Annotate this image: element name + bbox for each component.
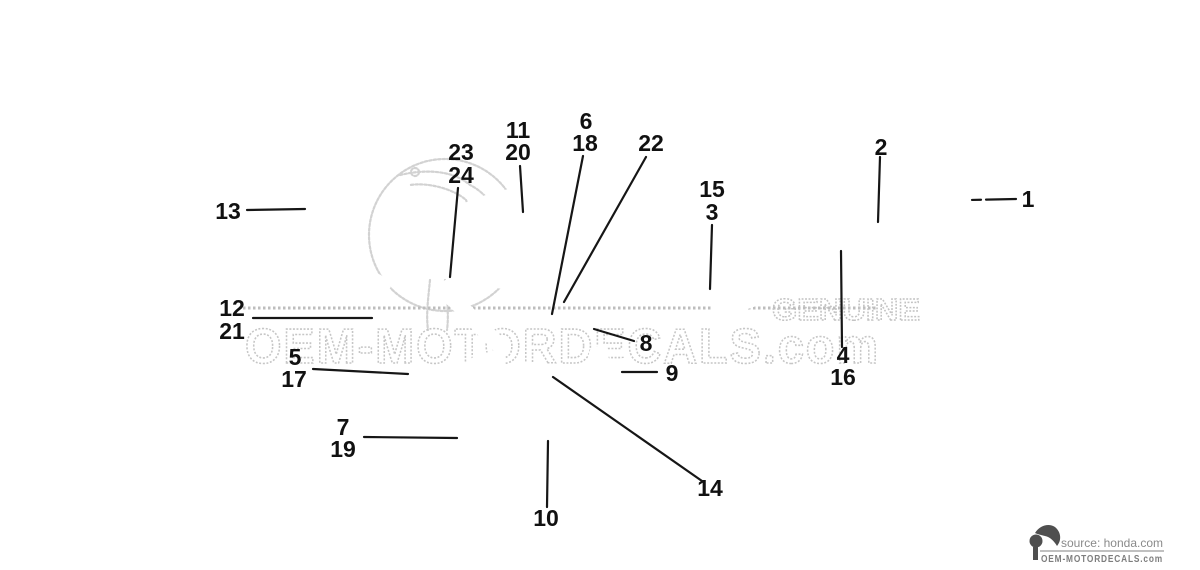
watermark-genuine-text: GENUINE [772,292,920,327]
leader-22 [562,155,648,304]
leader-5-17 [311,367,410,376]
callout-1: 1 [1022,186,1035,212]
leader-8 [592,327,636,343]
callout-6: 6 [580,108,593,134]
callout-11: 11 [506,117,531,143]
toucan-on-perch-icon [1029,525,1061,560]
cluster-tick [428,254,436,262]
callout-12: 12 [219,295,245,321]
callout-4: 4 [837,342,850,368]
callout-24: 24 [448,162,474,188]
leader-15-3 [708,223,714,291]
nose-windscreen-base [317,152,390,252]
callout-19: 19 [330,436,356,462]
seam-dashdot [455,298,690,306]
callout-23: 23 [448,139,474,165]
leader-lines [245,154,1018,509]
callout-9: 9 [666,360,679,386]
leader-4-16 [839,249,844,349]
callout-10: 10 [533,505,559,531]
leader-1 [966,197,1018,202]
callout-18: 18 [572,130,598,156]
watermark-layer: GENUINE OEM-MOTORDECALS.com [243,157,921,375]
callout-3: 3 [706,199,719,225]
callout-13: 13 [215,198,241,224]
callout-15: 15 [699,176,725,202]
callout-16: 16 [830,364,856,390]
callout-8: 8 [640,330,653,356]
callout-labels: 1 2 3 4 5 6 7 8 9 10 11 12 13 14 15 16 1… [215,108,1034,531]
leader-10 [545,439,550,509]
callout-20: 20 [505,139,531,165]
tail-fin [913,161,977,241]
callout-7: 7 [337,414,350,440]
footer: source: honda.com OEM-MOTORDECALS.com [1029,525,1164,565]
shoulder-seam-1 [318,248,432,259]
nose-top-hook [383,127,399,152]
nose-seam-a [289,266,341,277]
nose-seam-b [288,280,322,287]
callout-2: 2 [875,134,888,160]
leader-14 [551,375,704,483]
leader-23-24 [448,186,460,279]
leader-2 [876,155,882,224]
footer-brand-text: OEM-MOTORDECALS.com [1041,554,1163,565]
leader-11-20 [518,164,525,214]
callout-22: 22 [638,130,664,156]
leader-7-19 [362,435,459,440]
leader-6-18 [550,154,585,316]
callout-21: 21 [219,318,245,344]
nose-outer-edge [295,127,383,260]
footer-source-text: source: honda.com [1061,536,1163,550]
watermark-brand-text: OEM-MOTORDECALS.com [245,320,880,374]
callout-5: 5 [289,344,302,370]
callout-14: 14 [697,475,723,501]
leader-13 [245,207,307,212]
callout-17: 17 [281,366,307,392]
watermark-bird-eye [409,166,421,178]
